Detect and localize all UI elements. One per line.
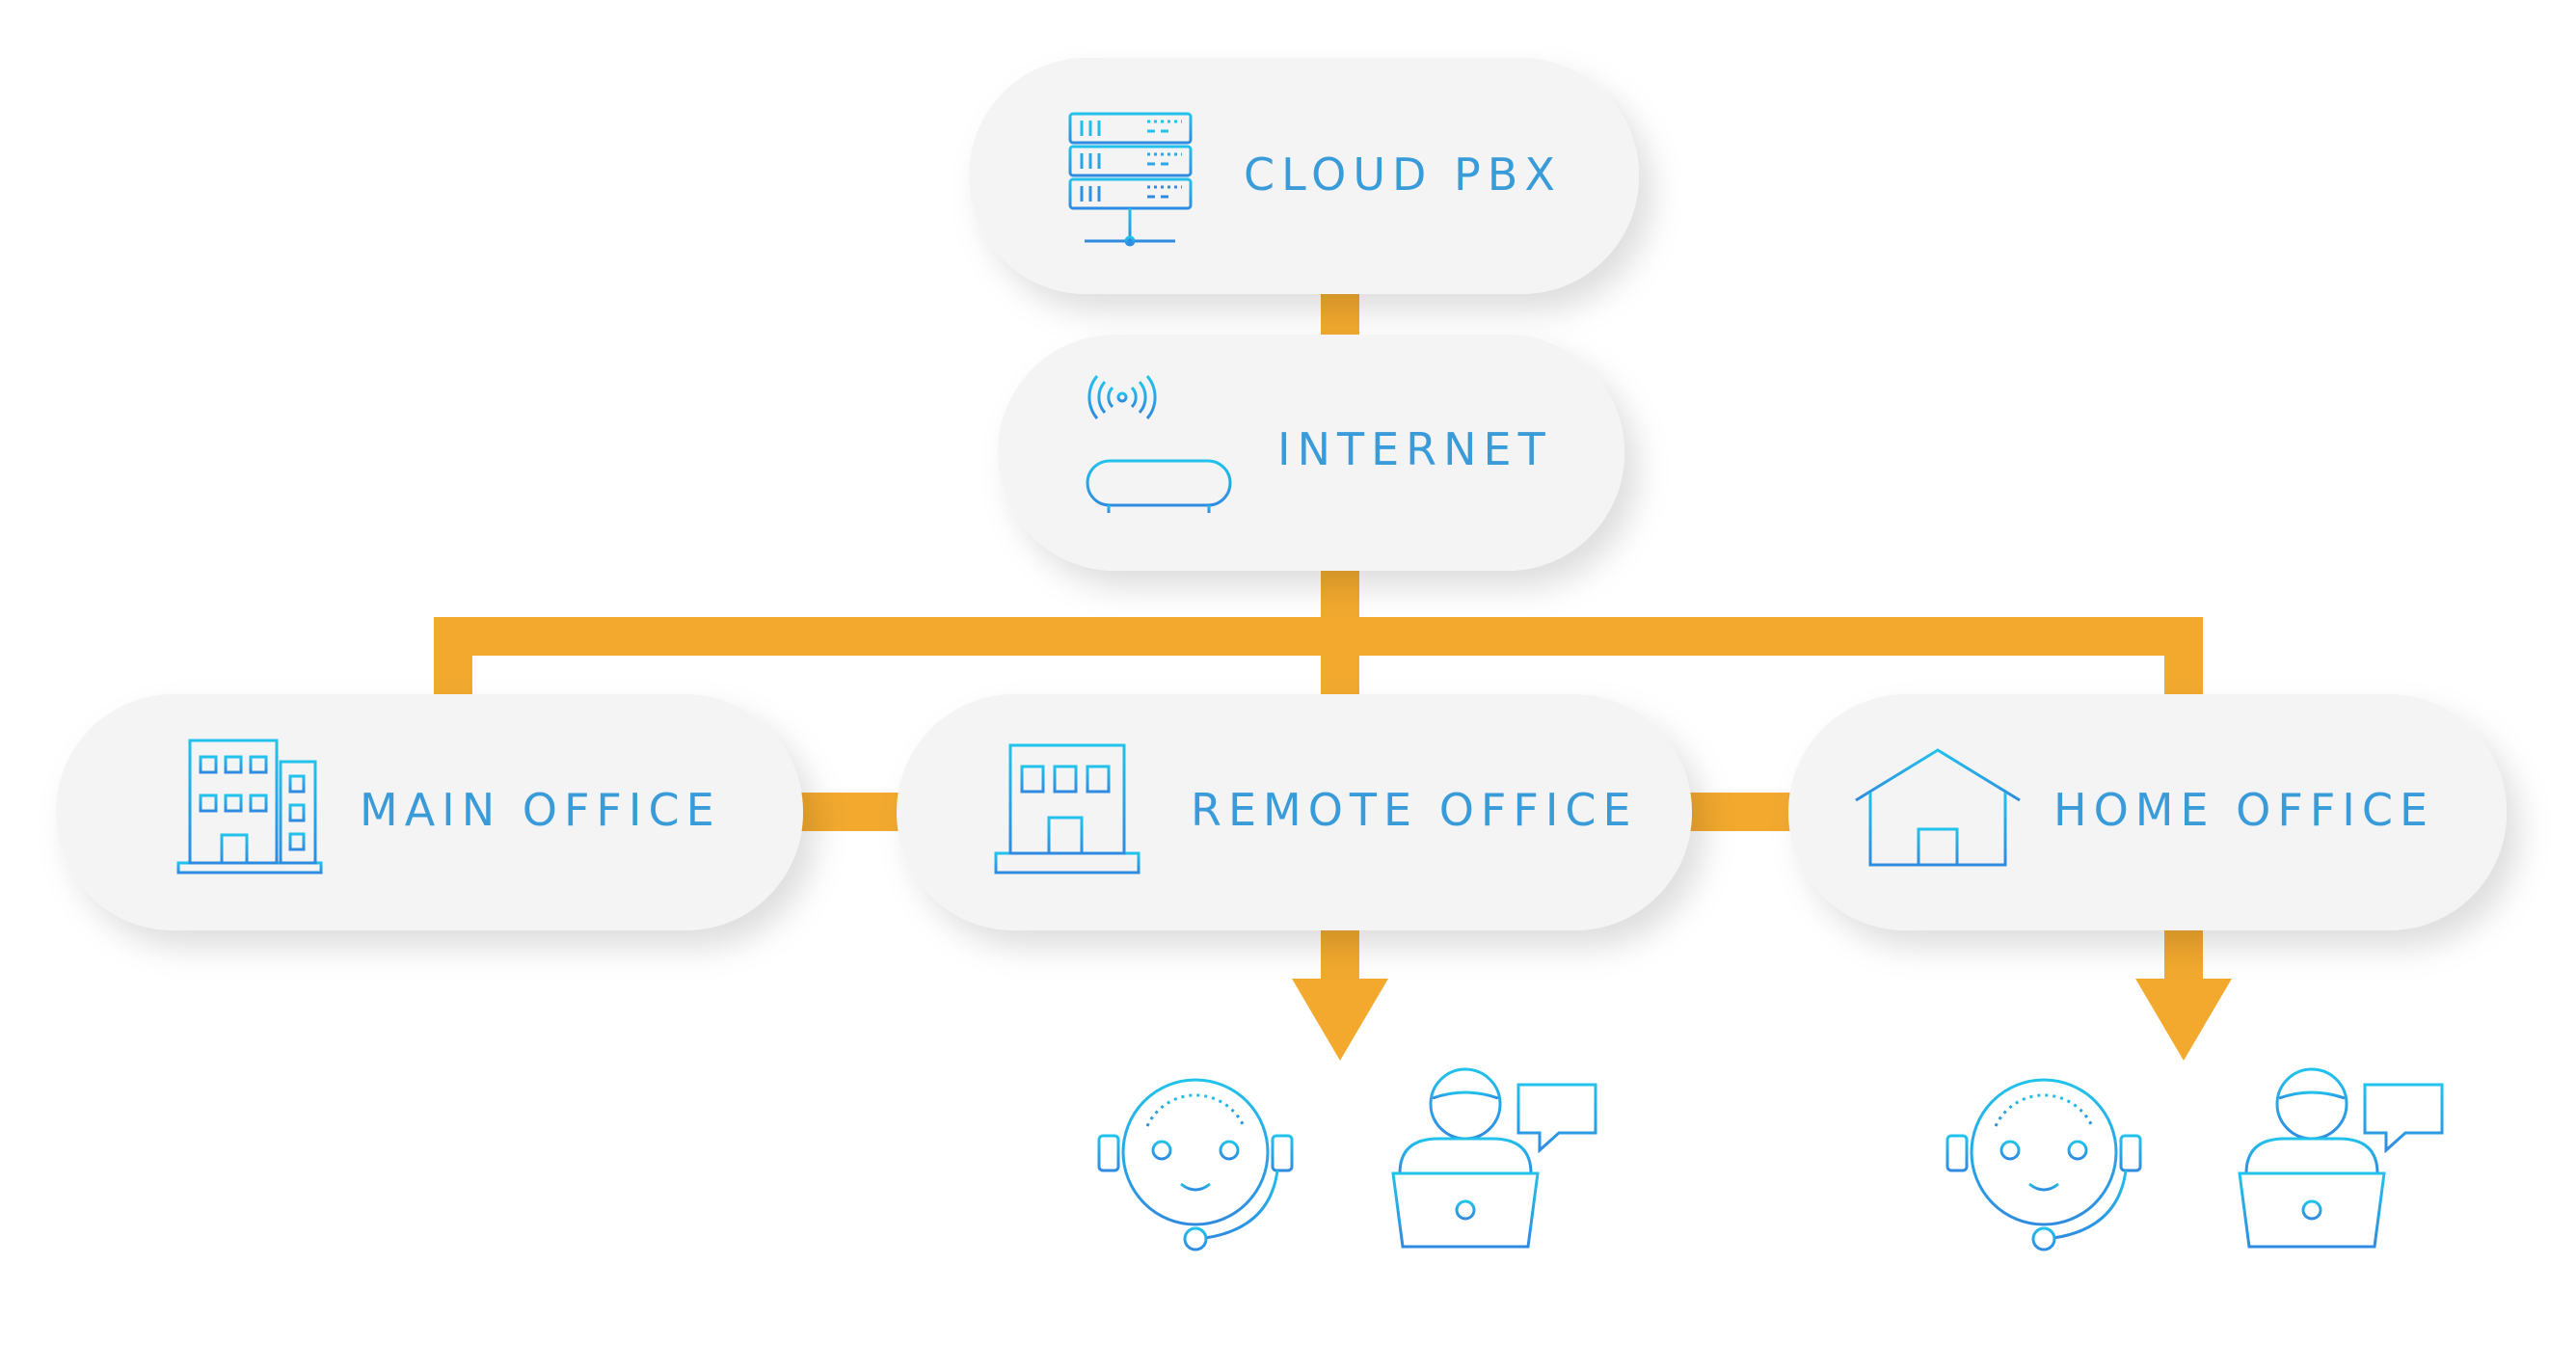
storefront-icon xyxy=(994,743,1140,874)
node-remote-office: REMOTE OFFICE xyxy=(897,694,1692,930)
headset-agent-icon xyxy=(1945,1078,2142,1251)
headset-agent-icon xyxy=(1097,1078,1294,1251)
node-cloud-pbx: CLOUD PBX xyxy=(969,58,1639,294)
node-label: MAIN OFFICE xyxy=(360,784,721,836)
arrow-remote-down xyxy=(1292,926,1388,1061)
connector-bus-main xyxy=(434,617,472,704)
router-icon xyxy=(1086,375,1232,513)
house-icon xyxy=(1855,748,2021,867)
connectors xyxy=(434,289,2232,1061)
connector-horizontal-bus xyxy=(434,617,2203,656)
node-main-office: MAIN OFFICE xyxy=(56,694,803,930)
server-rack-icon xyxy=(1068,112,1193,247)
node-label: INTERNET xyxy=(1277,423,1552,475)
node-internet: INTERNET xyxy=(998,335,1624,571)
laptop-user-chat-icon xyxy=(1391,1067,1597,1249)
node-home-office: HOME OFFICE xyxy=(1788,694,2507,930)
node-label: HOME OFFICE xyxy=(2053,784,2434,836)
node-label: REMOTE OFFICE xyxy=(1191,784,1638,836)
office-building-icon xyxy=(176,739,323,874)
node-label: CLOUD PBX xyxy=(1244,148,1562,201)
arrow-home-down xyxy=(2135,926,2232,1061)
connector-pbx-internet xyxy=(1321,289,1359,337)
laptop-user-chat-icon xyxy=(2238,1067,2444,1249)
connector-bus-home xyxy=(2164,617,2203,704)
